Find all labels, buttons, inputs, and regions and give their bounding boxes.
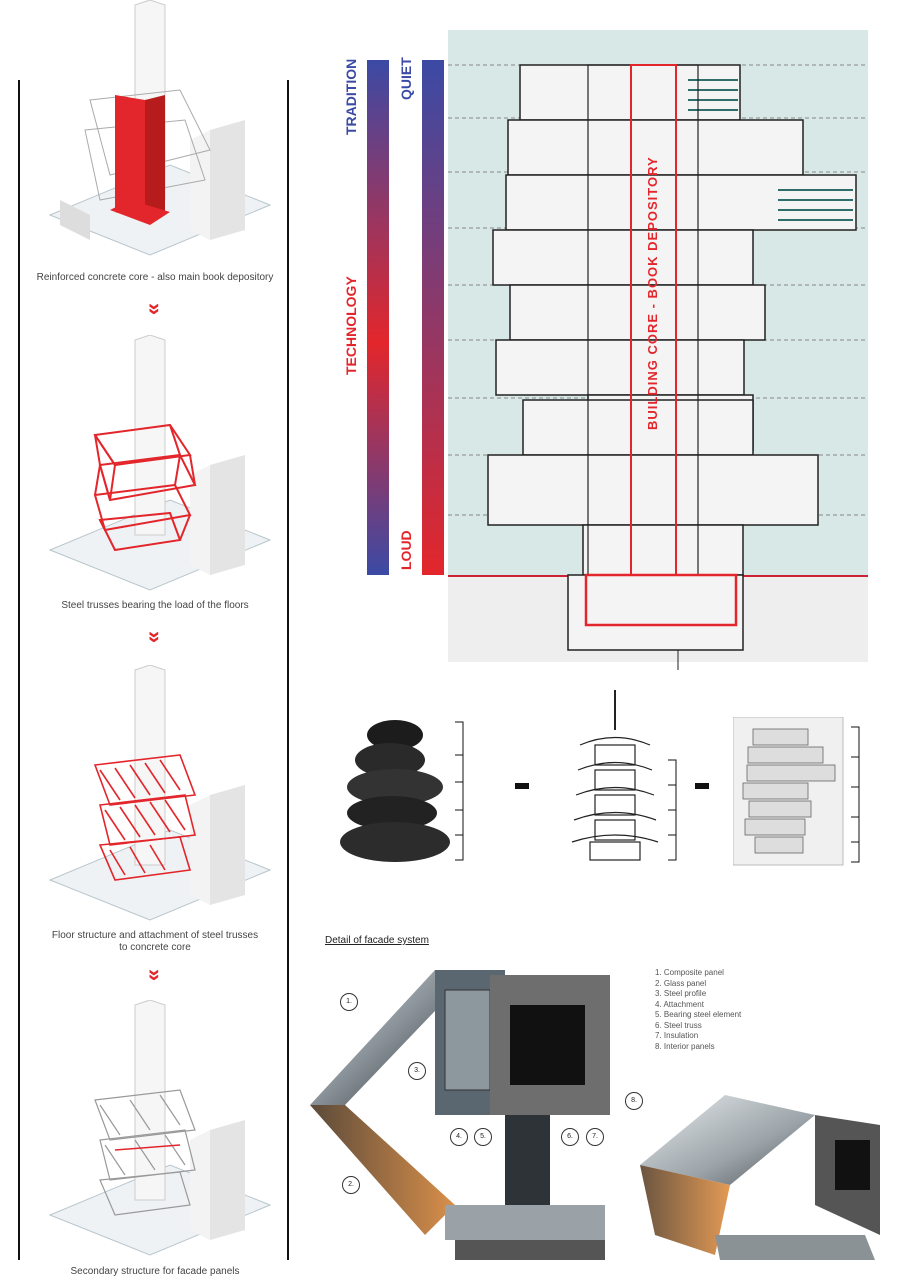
left-divider-line (18, 80, 20, 1260)
step-3-caption-line-1: Floor structure and attachment of steel … (51, 930, 259, 941)
callout-5: 5. (474, 1128, 492, 1146)
quiet-loud-gradient-bar (422, 60, 444, 575)
legend-item: 8. Interior panels (655, 1041, 715, 1051)
step-2-truss-diagram (48, 335, 272, 591)
legend-item: 4. Attachment (655, 999, 704, 1009)
middle-divider-line (287, 80, 289, 1260)
callout-7: 7. (586, 1128, 604, 1146)
legend-item: 7. Insulation (655, 1031, 699, 1040)
stacked-stones-icon (340, 720, 464, 862)
equals-sign-2 (695, 783, 709, 789)
legend-item: 6. Steel truss (655, 1020, 702, 1030)
loud-label: LOUD (398, 530, 414, 570)
callout-8: 8. (625, 1092, 643, 1110)
legend-item: 3. Steel profile (655, 989, 707, 998)
callout-6: 6. (561, 1128, 579, 1146)
step-3-caption-line-2: to concrete core (119, 942, 191, 953)
step-1-core-diagram (48, 0, 272, 256)
chevron-down-icon: » (143, 302, 168, 314)
chevron-down-icon: » (143, 968, 168, 980)
step-2-caption: Steel trusses bearing the load of the fl… (61, 600, 249, 611)
legend-item: 5. Bearing steel element (655, 1010, 742, 1019)
tradition-label: TRADITION (343, 58, 359, 135)
step-3-floor-structure-diagram (48, 665, 272, 921)
step-4-caption: Secondary structure for facade panels (70, 1266, 240, 1277)
equals-sign-1 (515, 783, 529, 789)
legend-item: 1. Composite panel (655, 968, 724, 977)
quiet-label: QUIET (398, 57, 414, 100)
legend-item: 2. Glass panel (655, 978, 707, 988)
building-section-thumbnail (733, 717, 860, 866)
building-core-label: BUILDING CORE - BOOK DEPOSITORY (645, 156, 660, 430)
pagoda-section-icon (571, 690, 677, 861)
facade-detail-title: Detail of facade system (325, 935, 429, 946)
facade-detail-render (310, 970, 610, 1260)
step-4-secondary-structure-diagram (48, 1000, 272, 1256)
step-1-caption: Reinforced concrete core - also main boo… (36, 272, 274, 283)
callout-3: 3. (408, 1062, 426, 1080)
callout-1: 1. (340, 993, 358, 1011)
chevron-down-icon: » (143, 630, 168, 642)
tradition-technology-gradient-bar (367, 60, 389, 575)
callout-4: 4. (450, 1128, 468, 1146)
callout-2: 2. (342, 1176, 360, 1194)
building-section-drawing (448, 64, 868, 670)
technology-label: TECHNOLOGY (343, 276, 359, 375)
facade-legend: 1. Composite panel 2. Glass panel 3. Ste… (655, 968, 805, 1052)
facade-perspective-render (640, 1095, 880, 1260)
